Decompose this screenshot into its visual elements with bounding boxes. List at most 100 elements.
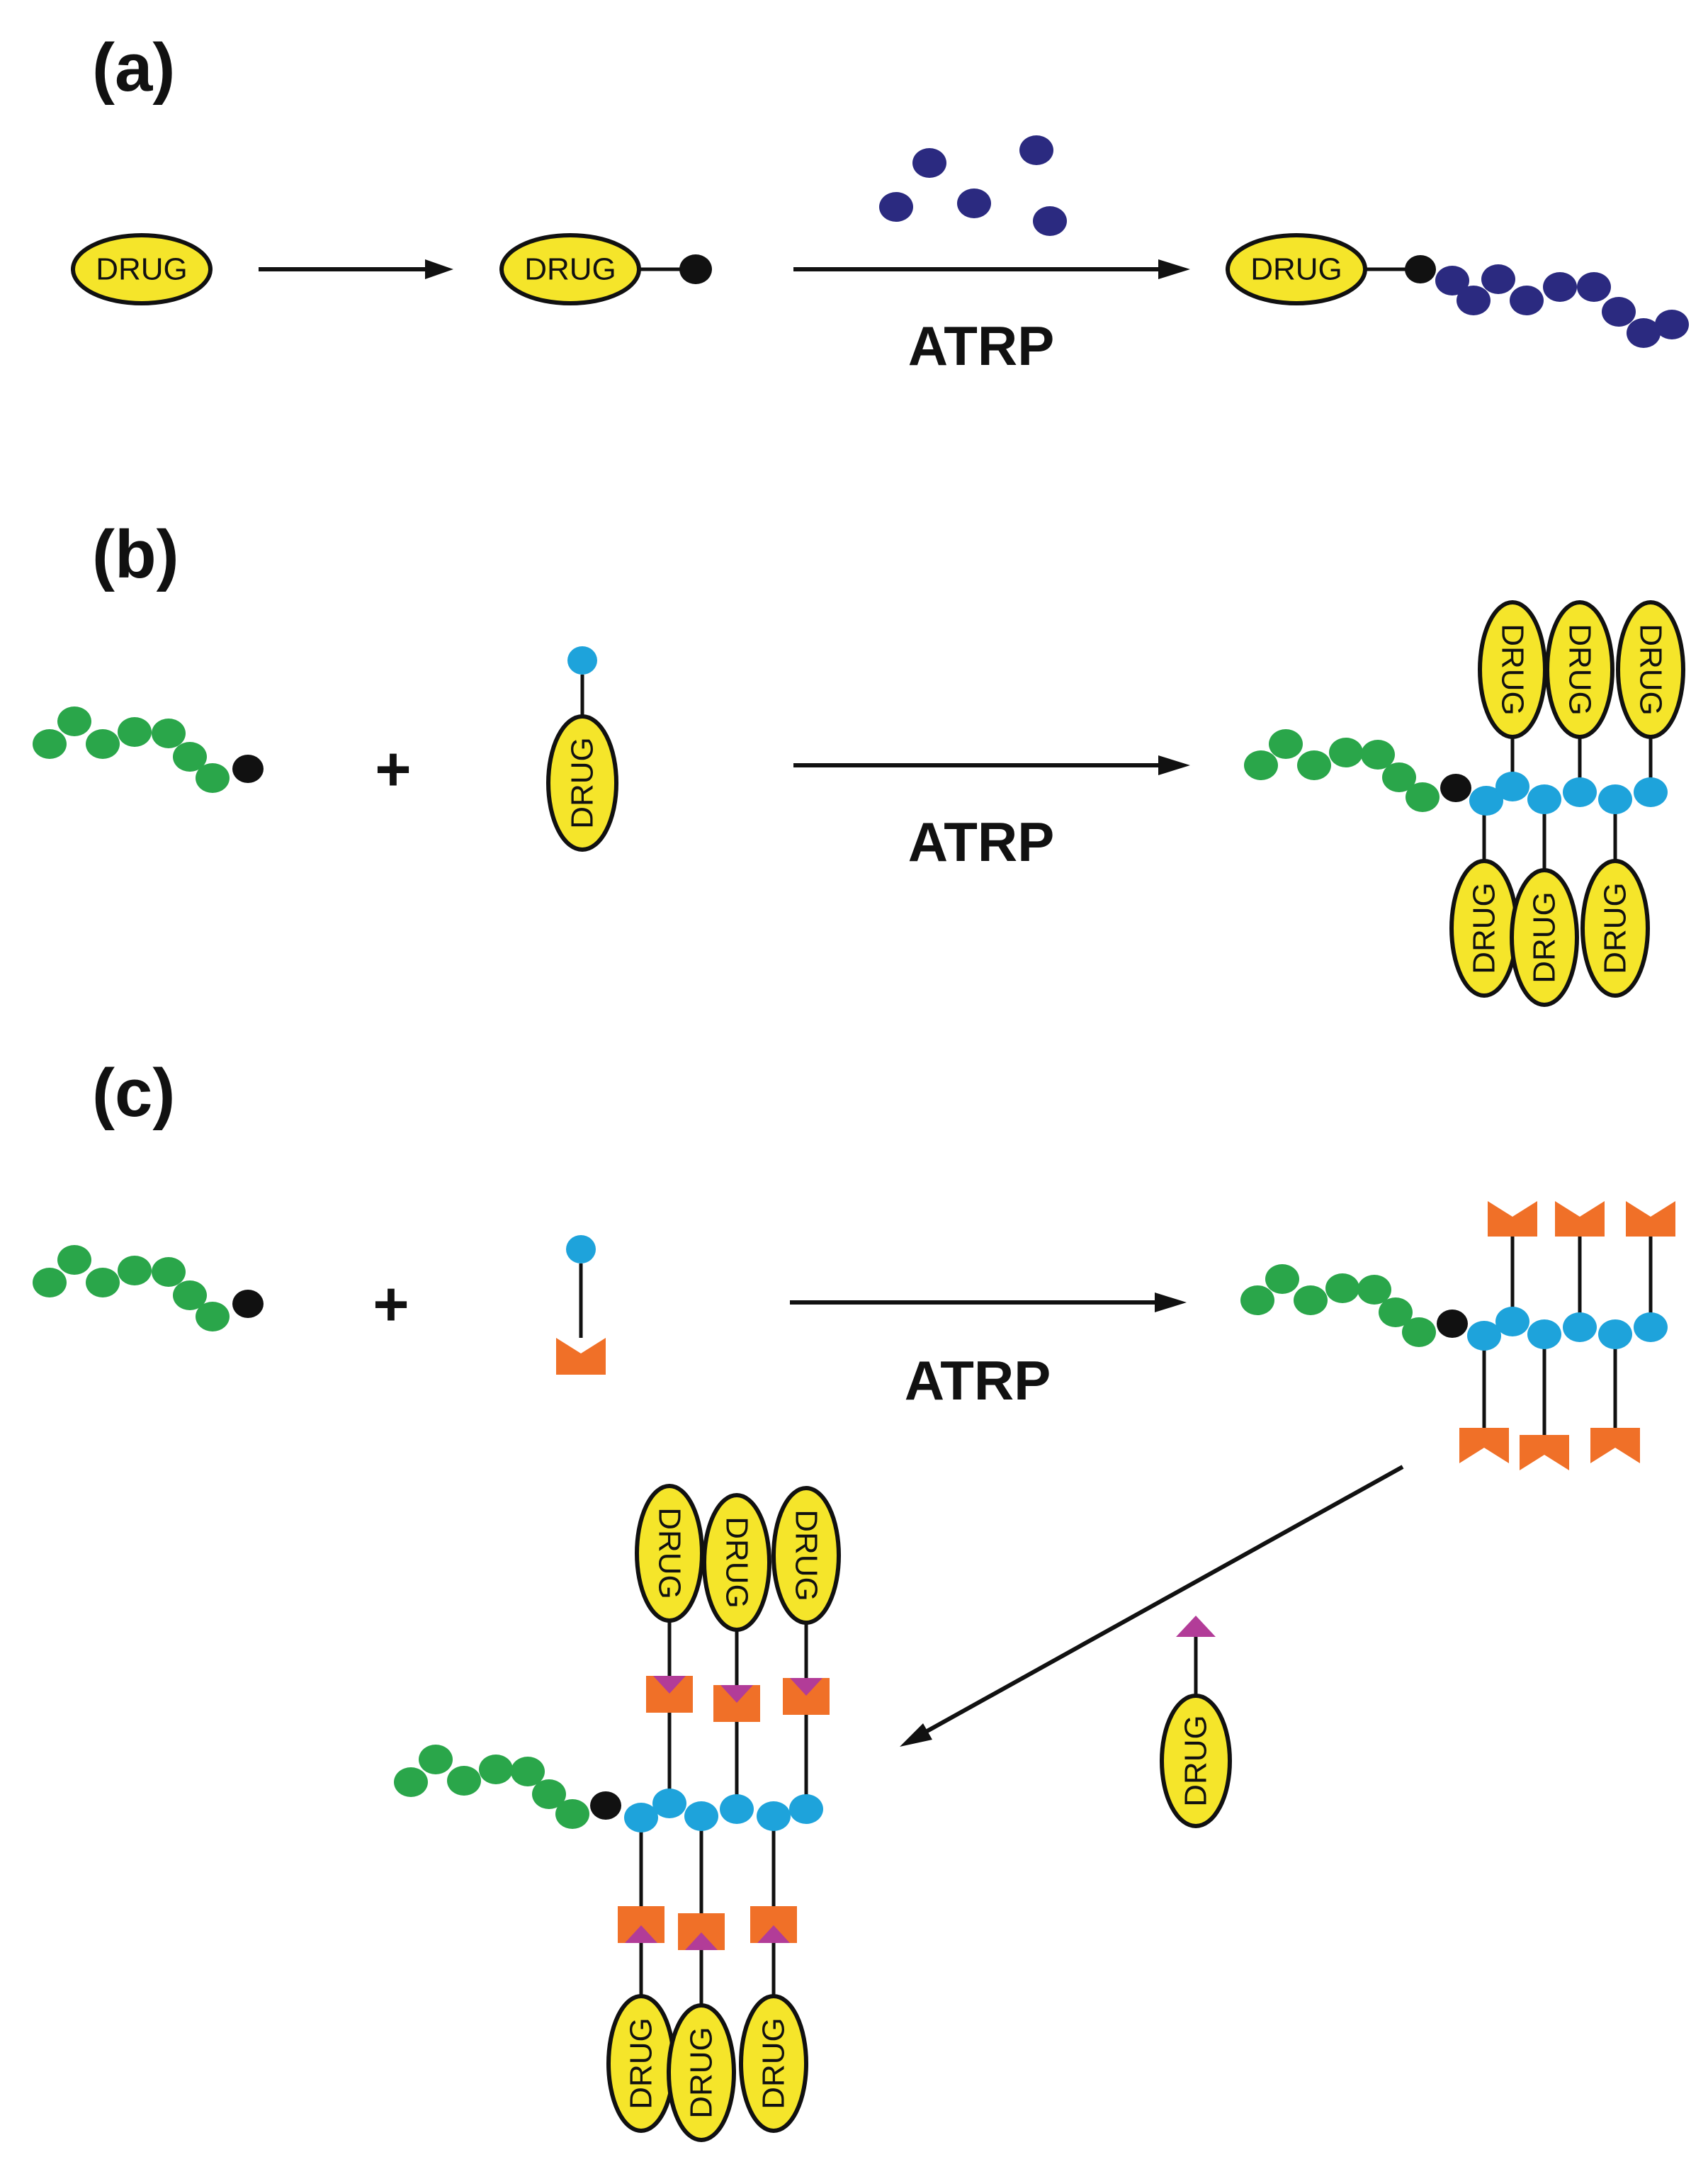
monomer-dot xyxy=(912,148,946,178)
drug-conjugated-brush: DRUG DRUG DRUG DRUG DRUG DRUG xyxy=(394,1484,841,2142)
functional-monomer-dot xyxy=(652,1789,686,1818)
complementary-group xyxy=(653,1676,686,1694)
macroinitiator-bead xyxy=(118,717,152,747)
macroinitiator-bead xyxy=(118,1256,152,1285)
drug-text: DRUG xyxy=(1250,252,1342,287)
clickable-group xyxy=(1590,1428,1640,1463)
functional-monomer-dot xyxy=(720,1794,754,1824)
drug-oval xyxy=(702,1493,771,1632)
clickable-group xyxy=(1555,1201,1605,1237)
macroinitiator-bead xyxy=(1297,750,1331,780)
polymer-bead xyxy=(1435,266,1469,295)
panel-a-label: (a) xyxy=(92,30,175,106)
drug-initiator: DRUG xyxy=(499,233,712,305)
drug-text: DRUG xyxy=(652,1507,687,1599)
plus-sign: + xyxy=(375,734,411,804)
atrp-label: ATRP xyxy=(905,1349,1051,1412)
functional-monomer-dot xyxy=(1527,784,1561,814)
drug-polymer-conjugate: DRUG xyxy=(1226,233,1689,348)
drug-text: DRUG xyxy=(789,1509,824,1601)
macroinitiator-bead xyxy=(419,1745,453,1774)
panel-c-label: (c) xyxy=(92,1055,175,1131)
clickable-group xyxy=(1459,1428,1509,1463)
macroinitiator-bead xyxy=(196,1302,230,1331)
macroinitiator-bead xyxy=(1402,1317,1436,1347)
drug-oval xyxy=(635,1484,704,1623)
drug-oval xyxy=(71,233,213,305)
drug-text: DRUG xyxy=(1634,624,1668,716)
drug-text: DRUG xyxy=(1495,624,1530,716)
functional-monomer-dot xyxy=(1495,1307,1529,1336)
macroinitiator-bead xyxy=(1357,1275,1391,1305)
polymer-bead xyxy=(1543,272,1577,302)
macroinitiator-bead xyxy=(1244,750,1278,780)
drug-brush-copolymer: DRUG DRUG DRUG DRUG DRUG DRUG xyxy=(1244,600,1685,1007)
initiator-dot xyxy=(232,755,264,783)
drug-text: DRUG xyxy=(720,1516,754,1609)
drug-text: DRUG xyxy=(1467,882,1502,974)
panel-c: (c) + ATRP xyxy=(33,1055,1675,2142)
macroinitiator-bead xyxy=(1294,1285,1328,1315)
polymer-bead xyxy=(1602,297,1636,327)
polymer-bead xyxy=(1457,286,1491,315)
drug-text: DRUG xyxy=(1527,891,1562,984)
macroinitiator-bead xyxy=(1379,1297,1413,1327)
polymer-bead xyxy=(1510,286,1544,315)
polymer-bead xyxy=(1481,264,1515,294)
functional-monomer-dot xyxy=(1469,786,1503,816)
functional-monomer-dot xyxy=(1563,777,1597,807)
macroinitiator-bead xyxy=(152,719,186,748)
macroinitiator-bead xyxy=(555,1799,589,1829)
macroinitiator-bead xyxy=(33,729,67,759)
functional-monomer-dot xyxy=(1598,784,1632,814)
complementary-group xyxy=(685,1932,718,1950)
drug-oval xyxy=(1616,600,1685,739)
monomer-dot xyxy=(957,188,991,218)
drug-oval xyxy=(546,714,618,852)
drug-oval xyxy=(739,1994,808,2133)
complementary-group xyxy=(720,1685,753,1703)
complementary-group xyxy=(757,1925,790,1943)
macroinitiator-bead xyxy=(532,1779,566,1809)
drug-text: DRUG xyxy=(524,252,616,287)
complementary-group xyxy=(625,1925,657,1943)
panel-b: (b) + DRUG ATRP xyxy=(33,517,1685,1007)
macroinitiator-bead xyxy=(196,763,230,793)
atrp-label: ATRP xyxy=(908,811,1055,873)
monomer-dot xyxy=(1033,206,1067,236)
macroinitiator-bead xyxy=(57,1245,91,1275)
atrp-arrow-head xyxy=(1158,259,1190,279)
functional-monomer-dot xyxy=(1634,777,1668,807)
monomer-dot xyxy=(1019,135,1053,165)
macroinitiator-bead xyxy=(1240,1285,1274,1315)
drug-oval xyxy=(1160,1694,1232,1828)
macroinitiator-bead xyxy=(33,1268,67,1297)
panel-a: (a) DRUG DRUG ATRP xyxy=(71,30,1689,377)
drug-text: DRUG xyxy=(1598,882,1633,974)
clickable-group xyxy=(1520,1435,1569,1470)
complementary-group xyxy=(790,1678,822,1696)
drug-text: DRUG xyxy=(1563,624,1597,716)
polymer-bead xyxy=(1627,318,1661,348)
drug-oval xyxy=(667,2003,736,2142)
reaction-arrow-head xyxy=(425,259,453,279)
initiator-dot xyxy=(1440,774,1471,802)
atrp-arrow-head xyxy=(1155,1292,1187,1312)
clickable-group xyxy=(556,1338,606,1375)
functional-monomer-dot xyxy=(757,1801,791,1831)
complementary-group xyxy=(1176,1616,1216,1637)
panel-b-label: (b) xyxy=(92,517,179,592)
macroinitiator-bead xyxy=(479,1755,513,1784)
functional-monomer-dot xyxy=(1634,1312,1668,1342)
functional-monomer-dot xyxy=(789,1794,823,1824)
monomer-dot xyxy=(879,192,913,222)
drug-text: DRUG xyxy=(565,737,600,829)
macroinitiator-bead xyxy=(447,1766,481,1796)
functional-monomer-dot xyxy=(1563,1312,1597,1342)
macroinitiator-bead xyxy=(86,1268,120,1297)
atrp-arrow-head xyxy=(1158,755,1190,775)
drug-oval xyxy=(1580,859,1650,998)
initiator-dot xyxy=(679,254,712,284)
drug-text: DRUG xyxy=(624,2017,659,2110)
